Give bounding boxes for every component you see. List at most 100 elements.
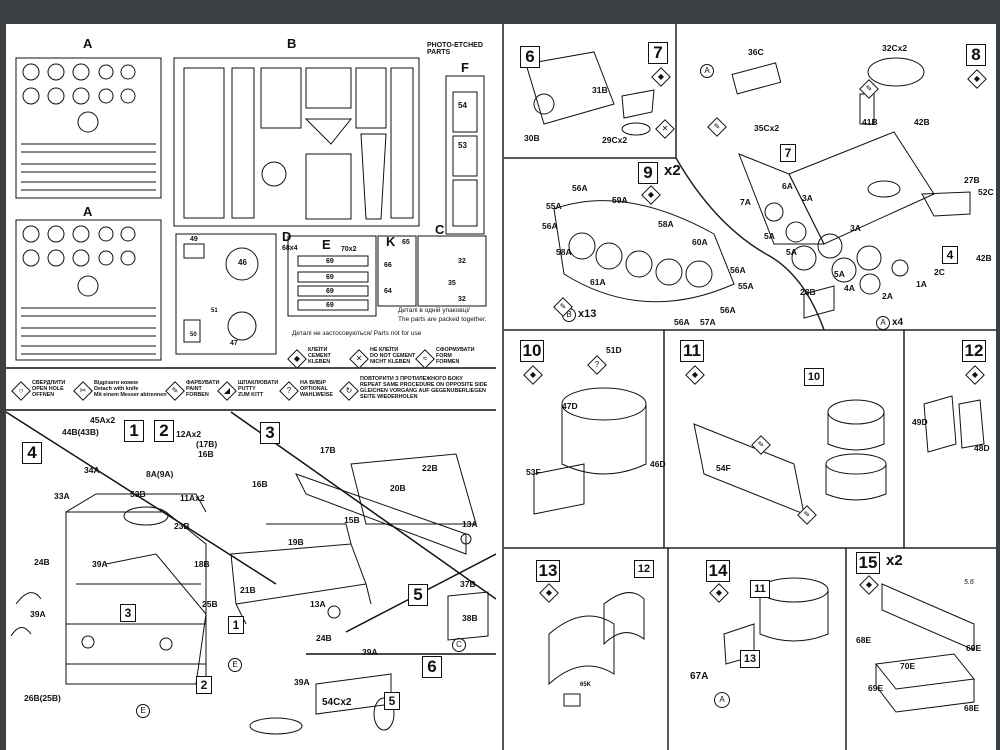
sub-assembly-2: 2 <box>196 676 212 694</box>
part-label: 35Cx2 <box>754 123 780 133</box>
part-label: 27B <box>964 175 980 185</box>
ref-c: C <box>452 638 466 652</box>
step-1-number: 1 <box>124 420 144 442</box>
part-label: 68E <box>964 703 980 713</box>
sprue-c-frame <box>417 235 487 307</box>
sprue-e-part: 69 <box>326 258 334 265</box>
sub-assembly-5: 5 <box>384 692 400 710</box>
ref-a: A <box>700 64 714 78</box>
sprue-e-frame <box>287 235 377 317</box>
part-label: 24B <box>34 557 50 567</box>
sprue-e-part: 69 <box>326 302 334 309</box>
sub-assembly-12: 12 <box>634 560 654 578</box>
part-label: 30B <box>524 133 540 143</box>
part-label: 17B <box>320 445 336 455</box>
sprue-k-frame <box>377 235 417 307</box>
photo-etched-label: PHOTO-ETCHED PARTS <box>427 42 483 56</box>
step-15-number: 15 <box>856 552 880 574</box>
part-label: 56A <box>720 305 736 315</box>
sprue-a-top-frame <box>15 57 162 199</box>
step9-wheels <box>568 232 713 288</box>
right-page-drawing <box>504 24 996 750</box>
sprue-c-part: 32 <box>458 296 466 303</box>
sprue-d-part: 46 <box>238 258 247 267</box>
part-label: 69E <box>868 683 884 693</box>
sprue-label-k: K <box>386 234 396 249</box>
sprue-d-part: 51 <box>211 308 218 314</box>
step-9-number: 9 <box>638 162 658 184</box>
sprue-k-part: 66 <box>384 262 392 269</box>
part-label: 57A <box>700 317 716 327</box>
part-label: 16B <box>198 449 214 459</box>
part-label: 16B <box>252 479 268 489</box>
part-label: 56A <box>572 183 588 193</box>
sprue-e-part: 69 <box>326 274 334 281</box>
step-6-number: 6 <box>422 656 442 678</box>
step6-part <box>315 673 392 715</box>
part-label: 29Cx2 <box>602 135 628 145</box>
part-label: 25B <box>202 599 218 609</box>
part-label: 18B <box>194 559 210 569</box>
sub-assembly-10: 10 <box>804 368 824 386</box>
sub-assembly-3: 3 <box>120 604 136 622</box>
part-label: 48D <box>974 443 990 453</box>
part-label: 41B <box>862 117 878 127</box>
sub-assembly-13: 13 <box>740 650 760 668</box>
step-15-multiplier: x2 <box>886 552 903 569</box>
part-label: 65K <box>580 682 592 688</box>
sprue-d-count: 68x4 <box>282 245 298 252</box>
part-label: 39A <box>30 609 46 619</box>
step-14-number: 14 <box>706 560 730 582</box>
sprue-d-part: 47 <box>230 340 238 347</box>
part-label: 34A <box>84 465 100 475</box>
part-label: 54F <box>716 463 731 473</box>
part-label: 8A(9A) <box>146 469 174 479</box>
part-label: 56A <box>674 317 690 327</box>
part-label: 67A <box>690 671 709 682</box>
part-label: 60A <box>692 237 708 247</box>
part-label: 3A <box>802 193 813 203</box>
part-label: 12Ax2 <box>176 429 202 439</box>
part-label: 33A <box>54 491 70 501</box>
part-label: 39A <box>92 559 108 569</box>
step-8-number: 8 <box>966 44 986 66</box>
step-2-number: 2 <box>154 420 174 442</box>
part-label: 42B <box>976 253 992 263</box>
sprue-a-top-wheels <box>22 63 136 133</box>
part-label: 69E <box>966 643 982 653</box>
part-label: x4 <box>892 317 904 328</box>
part-label: 13A <box>462 519 478 529</box>
sprue-f-frame <box>445 75 485 235</box>
sprue-d-frame <box>175 233 277 355</box>
sprue-d-part: 49 <box>190 236 198 243</box>
sub-assembly-1: 1 <box>228 616 244 634</box>
part-label: 51D <box>606 345 622 355</box>
ref-e: E <box>228 658 242 672</box>
part-label: 36C <box>748 47 764 57</box>
part-label: 3A <box>850 223 861 233</box>
part-label: 53F <box>526 467 541 477</box>
part-label: 11Ax2 <box>180 493 205 503</box>
part-label: 49D <box>912 417 928 427</box>
part-label: 44B(43B) <box>62 427 99 437</box>
part-label: 45Ax2 <box>90 415 116 425</box>
part-label: 4A <box>844 283 855 293</box>
part-label: 28B <box>800 287 816 297</box>
part-label: 21B <box>240 585 256 595</box>
ref-a: A <box>714 692 730 708</box>
parts-not-for-use: Деталі не застосовуються/ Parts not for … <box>292 330 422 337</box>
packed-together-en: The parts are packed together. <box>398 316 487 323</box>
part-label: 2A <box>882 291 893 301</box>
part-label: 52C <box>978 187 994 197</box>
step8-wheels <box>764 202 909 295</box>
part-label: 68E <box>856 635 872 645</box>
part-label: 13A <box>310 599 326 609</box>
sprue-b-frame <box>173 57 420 227</box>
left-page-drawing <box>6 57 496 735</box>
part-label: 46D <box>650 459 666 469</box>
part-label: 5A <box>764 231 775 241</box>
step-9-multiplier: x2 <box>664 162 681 179</box>
part-label: 59A <box>612 195 628 205</box>
